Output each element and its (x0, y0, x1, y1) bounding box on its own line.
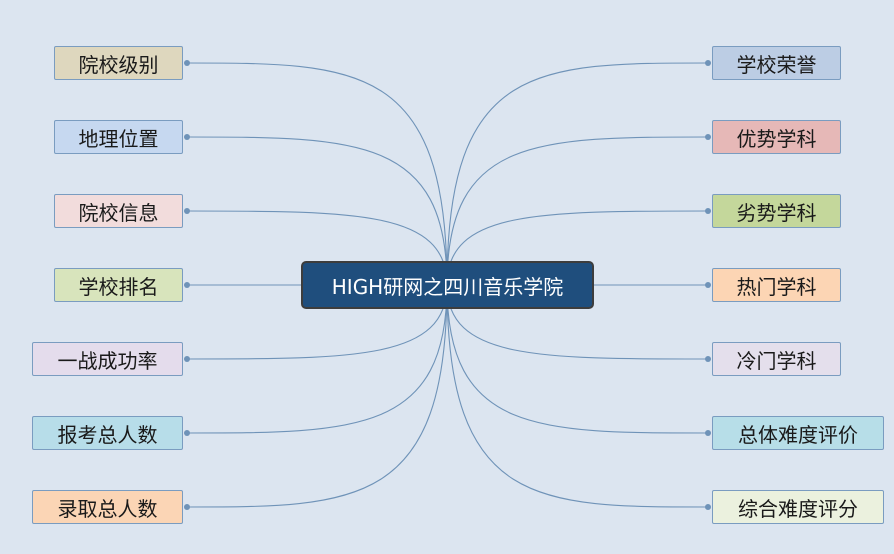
node-left-7[interactable]: 录取总人数 (32, 490, 183, 524)
link-right-3 (446, 210, 709, 286)
node-left-2[interactable]: 地理位置 (54, 120, 183, 154)
link-dot-right-6 (705, 430, 711, 436)
link-right-6 (446, 284, 709, 434)
node-right-3[interactable]: 劣势学科 (712, 194, 841, 228)
node-right-2[interactable]: 优势学科 (712, 120, 841, 154)
node-left-4[interactable]: 学校排名 (54, 268, 183, 302)
node-right-1[interactable]: 学校荣誉 (712, 46, 841, 80)
link-dot-left-7 (184, 504, 190, 510)
link-dot-left-4 (184, 282, 190, 288)
link-dot-left-3 (184, 208, 190, 214)
link-dot-right-2 (705, 134, 711, 140)
link-dot-left-2 (184, 134, 190, 140)
link-left-7 (186, 284, 448, 508)
link-right-2 (446, 136, 709, 286)
node-left-5[interactable]: 一战成功率 (32, 342, 183, 376)
link-dot-left-5 (184, 356, 190, 362)
node-left-6[interactable]: 报考总人数 (32, 416, 183, 450)
link-left-3 (186, 210, 448, 286)
link-dot-right-5 (705, 356, 711, 362)
link-left-5 (186, 284, 448, 360)
link-dot-right-3 (705, 208, 711, 214)
link-dot-left-6 (184, 430, 190, 436)
link-right-1 (446, 62, 709, 286)
link-right-5 (446, 284, 709, 360)
node-right-7[interactable]: 综合难度评分 (712, 490, 884, 524)
link-dot-right-1 (705, 60, 711, 66)
node-right-4[interactable]: 热门学科 (712, 268, 841, 302)
node-right-5[interactable]: 冷门学科 (712, 342, 841, 376)
link-dot-left-1 (184, 60, 190, 66)
link-left-1 (186, 62, 448, 286)
link-right-7 (446, 284, 709, 508)
center-topic[interactable]: HIGH研网之四川音乐学院 (301, 261, 594, 309)
node-left-3[interactable]: 院校信息 (54, 194, 183, 228)
link-dot-right-7 (705, 504, 711, 510)
link-left-2 (186, 136, 448, 286)
node-left-1[interactable]: 院校级别 (54, 46, 183, 80)
link-dot-right-4 (705, 282, 711, 288)
node-right-6[interactable]: 总体难度评价 (712, 416, 884, 450)
link-left-6 (186, 284, 448, 434)
